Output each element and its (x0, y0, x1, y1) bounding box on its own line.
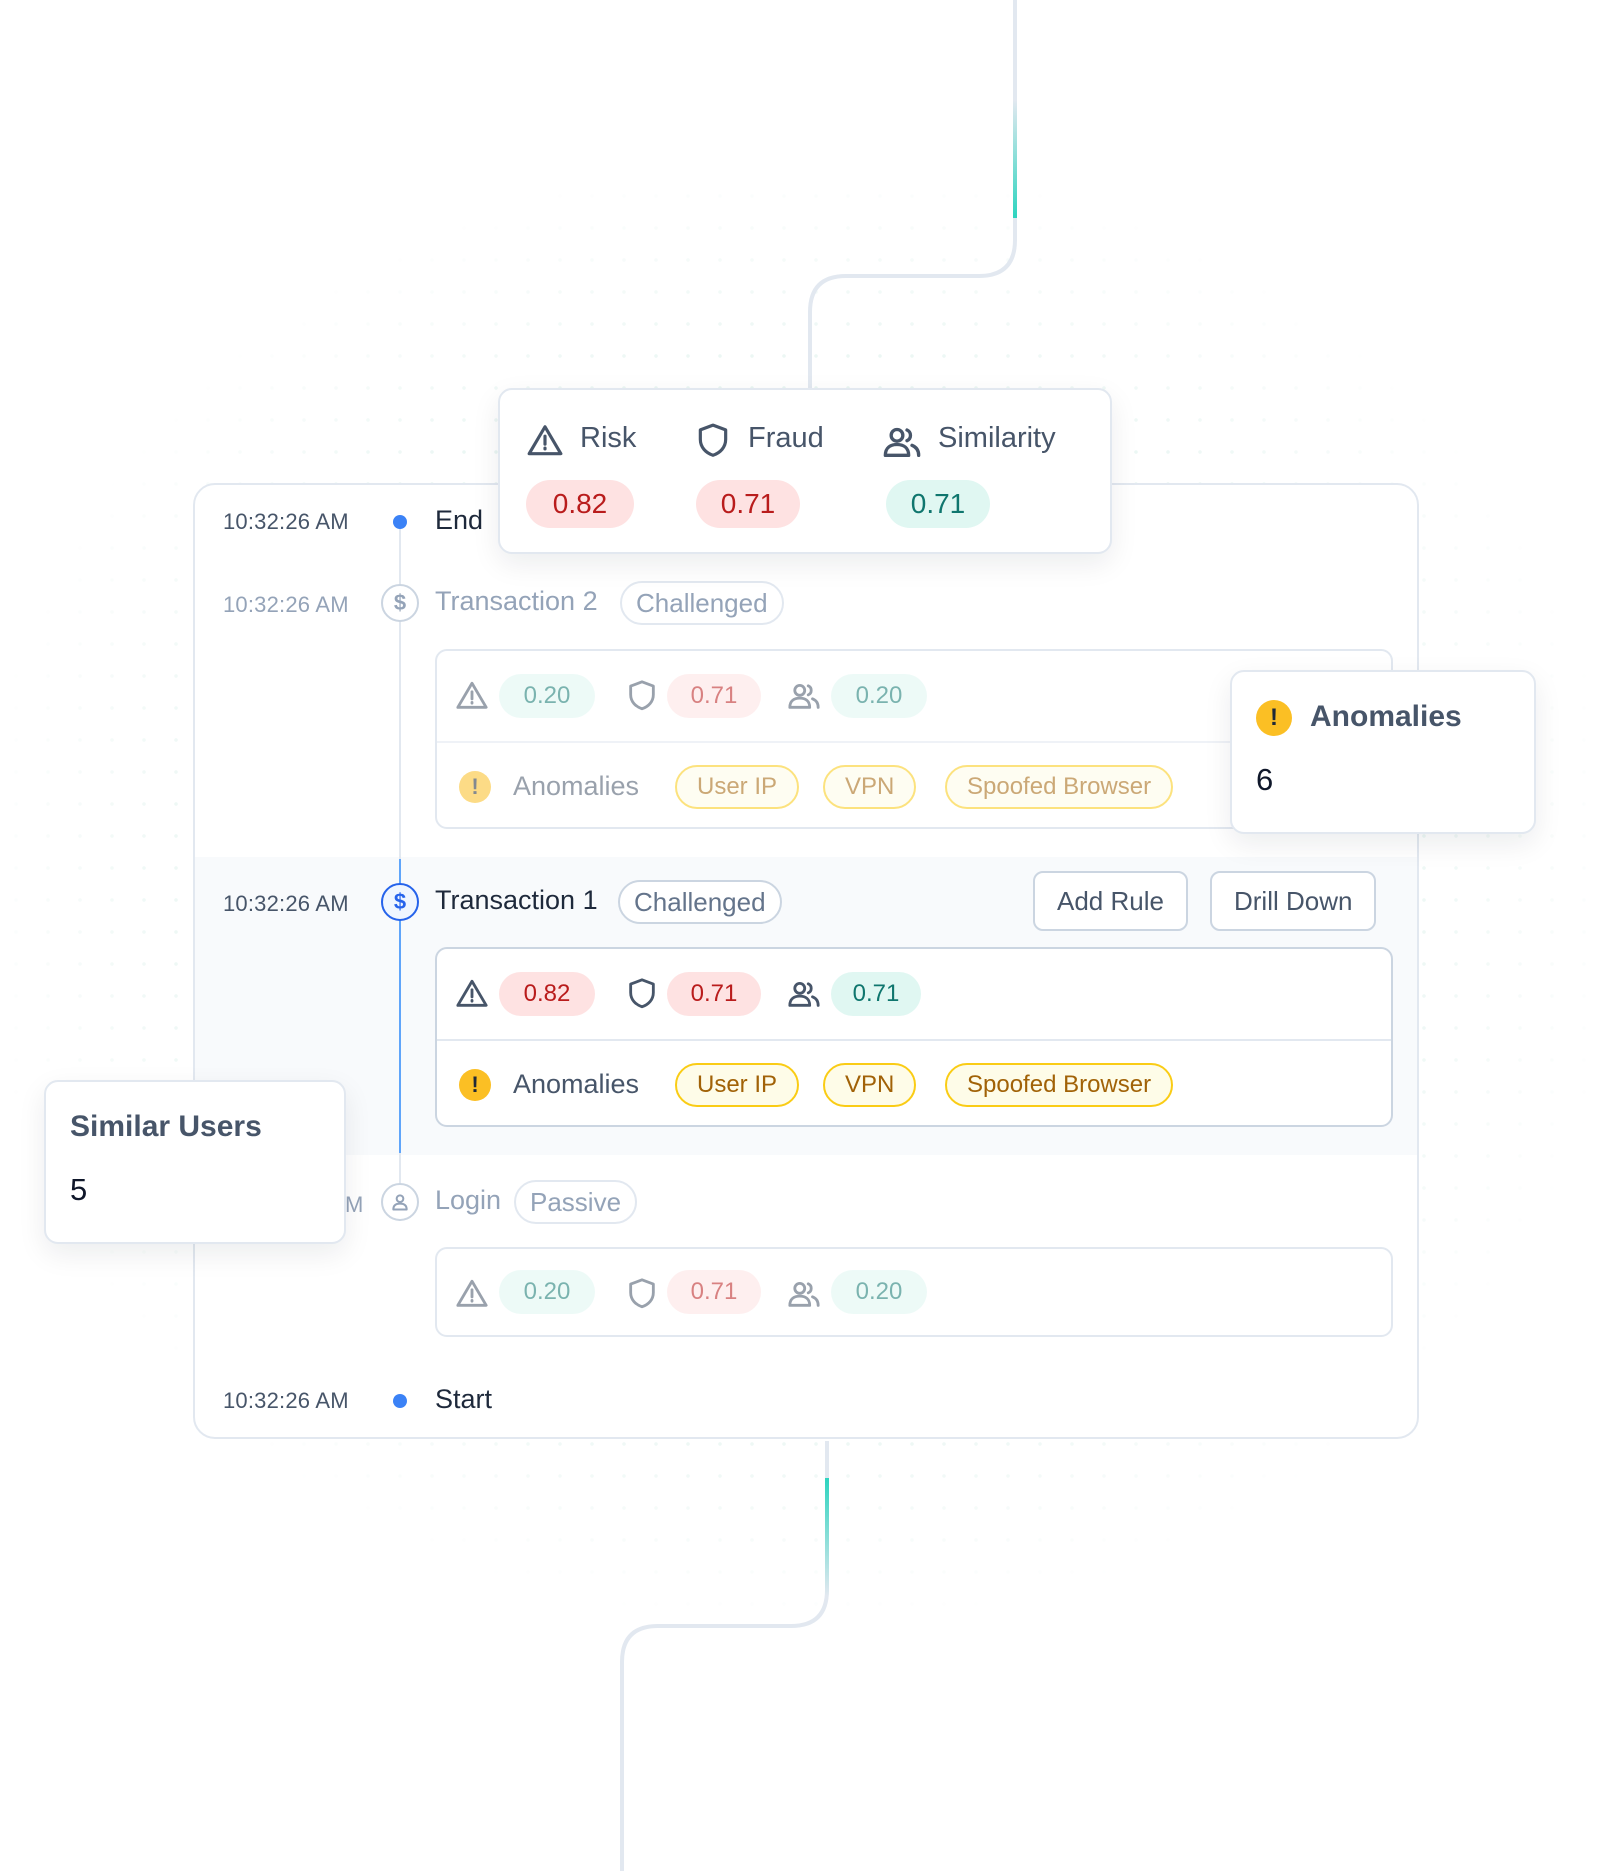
similar-users-card: Similar Users 5 (44, 1080, 346, 1244)
status-badge-transaction-2: Challenged (620, 581, 784, 625)
anomaly-tag-user-ip: User IP (675, 1063, 800, 1107)
anomaly-tag-vpn: VPN (823, 1063, 917, 1107)
anomalies-label: Anomalies (513, 1069, 640, 1099)
anomalies-row: ! Anomalies User IP VPN Spoofed Browser (437, 1039, 1391, 1129)
users-icon (883, 427, 921, 457)
top-connector-glow (1013, 100, 1017, 218)
risk-score-pill: 0.20 (499, 1270, 595, 1314)
similarity-score-pill: 0.20 (831, 1270, 927, 1314)
fraud-score-pill: 0.71 (667, 972, 761, 1016)
user-icon (381, 1183, 419, 1221)
status-badge-transaction-1: Challenged (618, 880, 782, 924)
similarity-score-pill: 0.71 (831, 972, 921, 1016)
similarity-score-pill: 0.71 (886, 480, 990, 528)
event-time-start: 10:32:26 AM (223, 1388, 349, 1413)
score-box-login: 0.20 0.71 0.20 (435, 1247, 1393, 1337)
score-row: 0.20 0.71 0.20 (437, 1249, 1391, 1339)
timeline-dot-end (393, 515, 407, 529)
event-time-end: 10:32:26 AM (223, 509, 349, 534)
anomaly-tag-user-ip: User IP (675, 765, 800, 809)
event-title-start: Start (435, 1384, 493, 1414)
shield-icon (629, 1278, 655, 1309)
similar-users-card-count: 5 (70, 1172, 88, 1207)
timeline-line-active (399, 859, 401, 1153)
event-title-transaction-1[interactable]: Transaction 1 (435, 885, 598, 915)
risk-score-pill: 0.82 (499, 972, 595, 1016)
anomalies-label: Anomalies (513, 771, 640, 801)
similar-users-card-title: Similar Users (70, 1110, 262, 1143)
anomalies-card-count: 6 (1256, 762, 1274, 797)
event-title-login[interactable]: Login (435, 1185, 502, 1215)
anomalies-row: ! Anomalies User IP VPN Spoofed Browser (437, 741, 1391, 831)
risk-score-pill: 0.82 (526, 480, 634, 528)
users-icon (788, 1281, 820, 1307)
event-timeline-card: 10:32:26 AM End 10:32:26 AM $ Transactio… (193, 483, 1419, 1439)
bottom-connector-glow (825, 1478, 829, 1596)
dollar-icon: $ (381, 883, 419, 921)
score-box-transaction-1: 0.82 0.71 0.71 ! Anomalies User IP VPN S… (435, 947, 1393, 1127)
anomalies-card-title: Anomalies (1310, 700, 1462, 733)
warning-triangle-icon (456, 979, 488, 1007)
score-row: 0.20 0.71 0.20 (437, 651, 1391, 741)
dollar-icon: $ (381, 584, 419, 622)
user-icon-glyph (392, 1194, 408, 1211)
score-summary-card: Risk Fraud Similarity 0.82 0.71 0.71 (498, 388, 1112, 554)
exclamation-icon: ! (459, 771, 491, 803)
anomalies-card: ! Anomalies 6 (1230, 670, 1536, 834)
exclamation-icon: ! (1256, 700, 1292, 736)
status-badge-login: Passive (514, 1180, 638, 1224)
fraud-label: Fraud (748, 422, 824, 454)
event-time-transaction-1: 10:32:26 AM (223, 891, 349, 916)
anomaly-tag-spoofed-browser: Spoofed Browser (945, 1063, 1174, 1107)
drill-down-button[interactable]: Drill Down (1210, 871, 1377, 931)
score-row: 0.82 0.71 0.71 (437, 949, 1391, 1039)
fraud-score-pill: 0.71 (696, 480, 800, 528)
fraud-score-pill: 0.71 (667, 674, 761, 718)
shield-icon (629, 978, 655, 1009)
event-time-login: M (345, 1192, 364, 1217)
top-connector (808, 0, 1017, 392)
warning-triangle-icon (527, 425, 563, 456)
add-rule-button[interactable]: Add Rule (1033, 871, 1188, 931)
similarity-label: Similarity (938, 422, 1056, 454)
warning-triangle-icon (456, 681, 488, 709)
warning-triangle-icon (456, 1279, 488, 1307)
risk-label: Risk (580, 422, 637, 454)
similarity-score-pill: 0.20 (831, 674, 927, 718)
users-icon (788, 981, 820, 1007)
anomaly-tag-vpn: VPN (823, 765, 917, 809)
timeline-dot-start (393, 1394, 407, 1408)
users-icon (788, 683, 820, 709)
event-title-transaction-2[interactable]: Transaction 2 (435, 586, 598, 616)
risk-score-pill: 0.20 (499, 674, 595, 718)
anomaly-tag-spoofed-browser: Spoofed Browser (945, 765, 1174, 809)
shield-icon (629, 680, 655, 711)
event-time-transaction-2: 10:32:26 AM (223, 592, 349, 617)
fraud-score-pill: 0.71 (667, 1270, 761, 1314)
exclamation-icon: ! (459, 1069, 491, 1101)
bottom-connector (620, 1441, 829, 1871)
event-title-end: End (435, 505, 484, 535)
shield-icon (698, 423, 728, 457)
